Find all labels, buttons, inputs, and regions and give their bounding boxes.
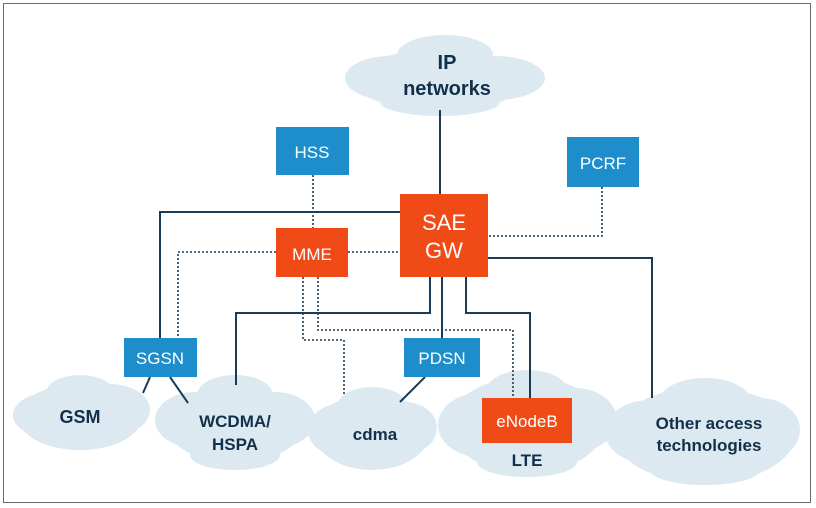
node-mme[interactable]: MME	[276, 228, 348, 277]
node-enodeb[interactable]: eNodeB	[482, 398, 572, 443]
cloud-cdma	[308, 387, 437, 470]
lte-label: LTE	[512, 451, 543, 470]
node-hss[interactable]: HSS	[276, 127, 349, 175]
node-pcrf[interactable]: PCRF	[567, 137, 639, 187]
other-access-label-line1: Other access	[656, 414, 763, 433]
svg-text:PCRF: PCRF	[580, 154, 626, 173]
cloud-ip-networks	[345, 35, 545, 116]
svg-text:HSS: HSS	[295, 143, 330, 162]
wcdma-label-line2: HSPA	[212, 435, 258, 454]
node-pdsn[interactable]: PDSN	[404, 338, 480, 377]
node-sae-gw[interactable]: SAE GW	[400, 194, 488, 277]
node-sgsn[interactable]: SGSN	[124, 338, 197, 377]
svg-text:MME: MME	[292, 245, 332, 264]
svg-text:PDSN: PDSN	[418, 349, 465, 368]
solid-links	[142, 110, 653, 404]
gsm-label: GSM	[59, 407, 100, 427]
svg-text:eNodeB: eNodeB	[496, 412, 557, 431]
svg-text:GW: GW	[425, 238, 463, 263]
svg-text:SAE: SAE	[422, 210, 466, 235]
dotted-links	[177, 175, 603, 398]
cloud-wcdma	[155, 375, 315, 470]
cdma-label: cdma	[353, 425, 398, 444]
wcdma-label-line1: WCDMA/	[199, 412, 271, 431]
ip-networks-label-line1: IP	[438, 52, 457, 74]
other-access-label-line2: technologies	[657, 436, 762, 455]
cloud-other-access	[605, 378, 800, 485]
svg-text:SGSN: SGSN	[136, 349, 184, 368]
cloud-gsm	[13, 375, 150, 450]
ip-networks-label-line2: networks	[403, 78, 491, 100]
